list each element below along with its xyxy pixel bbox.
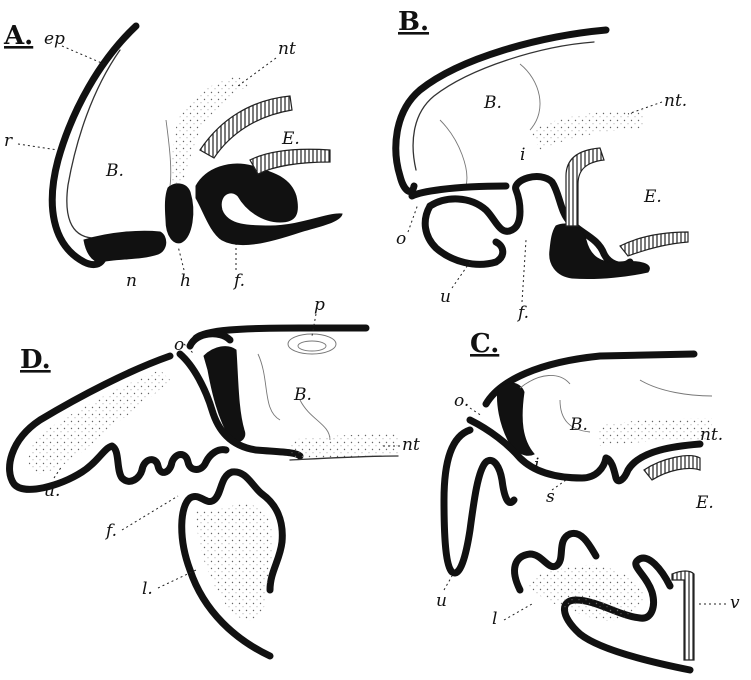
label-b-B: B. [483,93,502,113]
label-b-nt: nt. [664,91,687,111]
leader-c-u [444,576,452,590]
label-d-u: u. [44,481,60,501]
panel-c-lower-jaw-fill [526,565,644,621]
panel-b-title: B. [398,7,429,37]
label-a-ep: ep [44,29,65,49]
panel-a-brain-wall [52,26,136,265]
label-a-E: E. [281,129,300,149]
leader-b-o [408,204,418,232]
panel-d: D. o p B. u. f. nt l. [10,295,420,656]
panel-d-plate [204,347,245,442]
panel-d-epiphysis [190,334,230,346]
label-c-s: s [546,487,555,507]
label-b-u: u [440,287,451,307]
panel-b-epithelium [566,148,604,226]
label-d-B: B. [293,385,312,405]
label-c-i: i [534,455,539,475]
panel-a: A. ep r nt E. B. n h f. [3,21,342,291]
label-a-nt: nt [278,39,296,59]
label-a-f: f. [232,271,245,291]
panel-b-inner-wall [413,42,594,170]
panel-a-hypophysis [165,184,192,243]
panel-c-epithelium [644,456,700,480]
leader-c-l [504,604,532,620]
panel-b-gut-wall [620,232,688,256]
label-d-o: o [174,335,184,355]
panel-d-pineal-inner [298,341,326,351]
label-a-r: r [4,131,13,151]
panel-c-upper-lip [444,430,514,573]
label-c-o: o. [454,391,469,411]
label-c-nt: nt. [700,425,723,445]
leader-a-nt [238,58,276,86]
panel-a-contour [166,120,171,186]
panel-a-floor [84,231,166,262]
label-b-E: E. [643,187,662,207]
label-a-h: h [180,271,191,291]
label-d-p: p [314,295,325,315]
panel-b: B. B. nt. i E. o u f. [396,7,688,323]
label-d-nt: nt [402,435,420,455]
panel-c-tube [672,571,694,660]
panel-b-stomodeum [412,186,506,196]
leader-b-nt [628,102,662,114]
leader-d-f [122,496,178,530]
label-c-v: v [730,593,740,613]
label-c-B: B. [569,415,588,435]
panel-a-pharynx [196,164,342,245]
panel-a-gut-wall [250,149,330,174]
leader-a-r [18,144,58,150]
label-b-o: o [396,229,406,249]
panel-d-mouth-folds [142,450,226,473]
leader-b-u [452,262,470,288]
leader-c-o [470,408,482,416]
leader-a-ep [62,46,104,64]
label-a-B: B. [105,161,124,181]
label-b-i: i [520,145,525,165]
leader-a-h [178,246,184,270]
label-c-E: E. [695,493,714,513]
label-c-l: l [492,609,497,629]
label-c-u: u [436,591,447,611]
panel-b-notochord [530,110,644,150]
panel-a-title: A. [3,21,33,51]
label-b-f: f. [516,303,529,323]
panel-c: C. o. B. i nt. s E. u l v [436,329,740,670]
leader-b-f [522,240,526,302]
panel-c-title: C. [470,329,499,359]
label-d-l: l. [142,579,153,599]
label-a-n: n [126,271,137,291]
panel-d-title: D. [20,345,51,375]
label-d-f: f. [104,521,117,541]
